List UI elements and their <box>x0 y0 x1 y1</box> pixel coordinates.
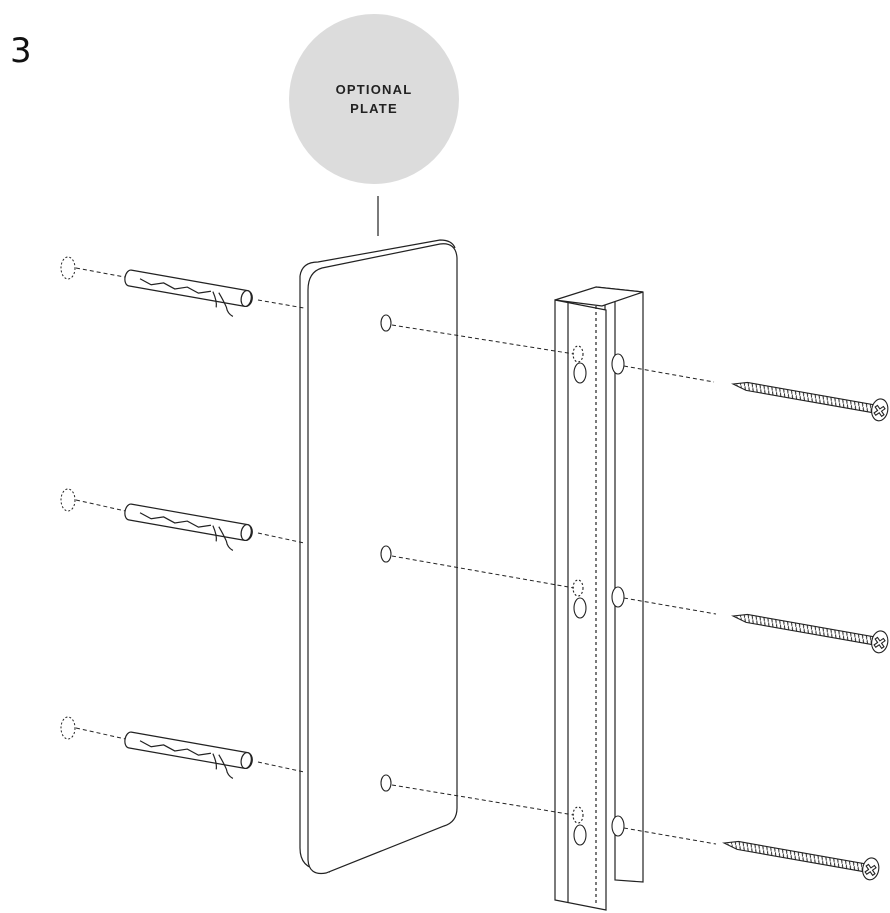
bracket-front-hole-top <box>573 362 587 384</box>
bracket-hidden-hole-bottom <box>572 806 584 824</box>
plate-hole-bottom <box>380 774 392 792</box>
plate-hole-middle <box>380 545 392 563</box>
bracket-front-hole-middle <box>573 597 587 619</box>
callout-label-line2: PLATE <box>350 101 398 116</box>
bracket-back-hole-bottom <box>611 815 625 837</box>
screw-bottom <box>722 840 880 881</box>
wall-hole-top <box>60 256 76 280</box>
wall-hole-markers <box>60 256 76 740</box>
u-channel-bracket-icon <box>554 286 644 911</box>
step-number: 3 <box>10 31 32 71</box>
bracket-back-hole-middle <box>611 586 625 608</box>
plate-holes <box>380 314 392 792</box>
bracket-front-hole-bottom <box>573 824 587 846</box>
bracket-hidden-hole-middle <box>572 579 584 597</box>
optional-plate-callout: OPTIONAL PLATE <box>289 14 459 184</box>
wall-hole-middle <box>60 488 76 512</box>
alignment-lines <box>75 267 717 845</box>
wall-hole-bottom <box>60 716 76 740</box>
wall-anchor-middle <box>124 503 253 551</box>
wall-anchor-top <box>124 269 253 317</box>
screw-top <box>731 381 889 422</box>
mounting-plate-icon <box>299 239 458 875</box>
screw-middle <box>731 613 889 654</box>
callout-label-line1: OPTIONAL <box>335 82 413 97</box>
wall-anchor-bottom <box>124 731 253 779</box>
bracket-hidden-hole-top <box>572 345 584 363</box>
plate-hole-top <box>380 314 392 332</box>
bracket-back-hole-top <box>611 353 625 375</box>
